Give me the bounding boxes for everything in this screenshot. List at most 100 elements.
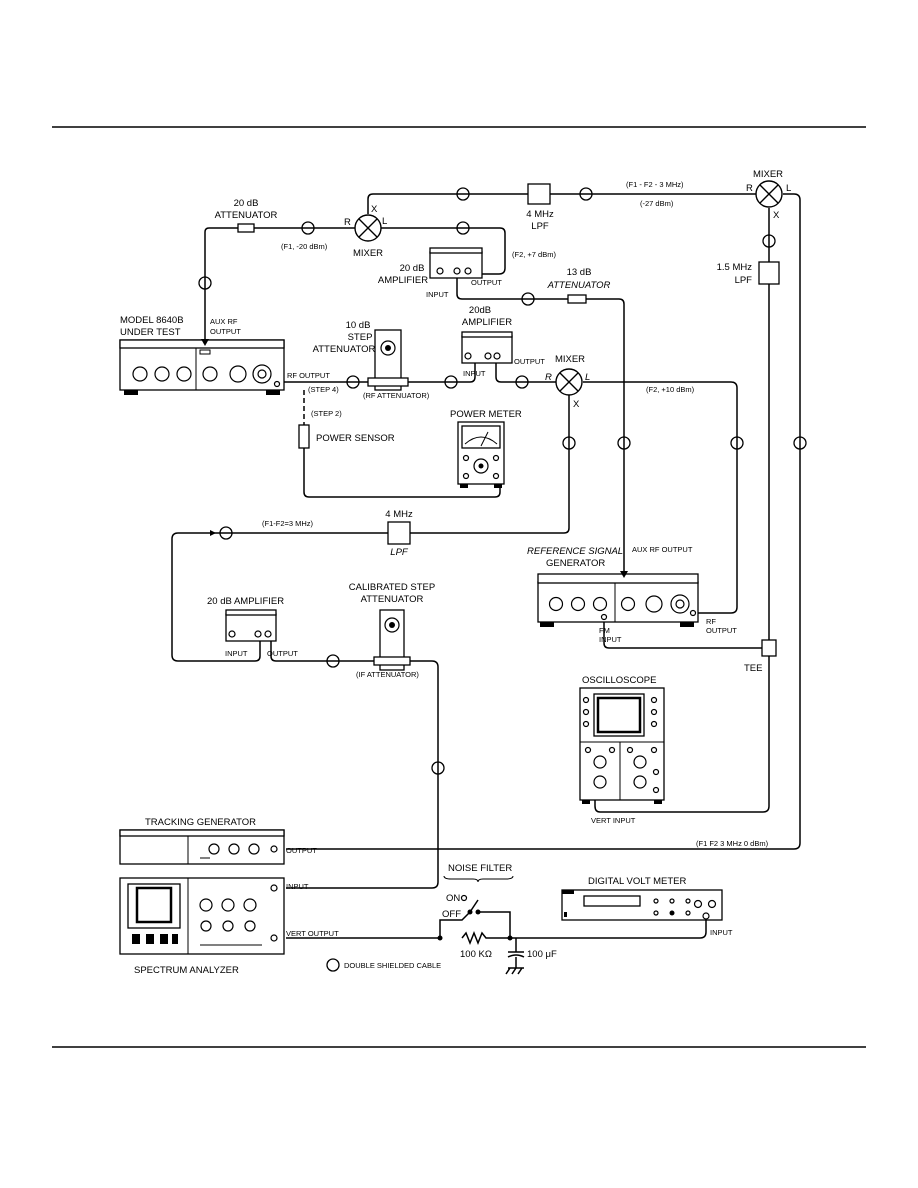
tracking-generator: [119, 829, 285, 865]
amplifier-20db-mid: [461, 331, 513, 364]
aux-rf-output2-label: AUX RF OUTPUT: [632, 545, 693, 554]
attenuator-13db-symbol: [567, 294, 587, 304]
amp-top-label-2: AMPLIFIER: [378, 275, 428, 286]
ref-gen-label-2: GENERATOR: [546, 558, 605, 569]
cable-marker: [456, 187, 470, 201]
mixer2-l-label: L: [585, 372, 590, 383]
dvm-label: DIGITAL VOLT METER: [588, 876, 686, 887]
reference-signal-generator: [537, 573, 699, 627]
amplifier-20db-top: [429, 247, 483, 279]
lpf-4mhz-mid-symbol: [387, 521, 411, 545]
mixer1-l-label: L: [382, 216, 387, 227]
amp-mid-output-label: OUTPUT: [514, 357, 545, 366]
cable-marker: [793, 436, 807, 450]
cable-marker: [326, 654, 340, 668]
rf-output2-label-1: RF: [706, 617, 716, 626]
atten13-label-1: 13 dB: [567, 267, 592, 278]
aux-rf-label-1: AUX RF: [210, 317, 238, 326]
power-sensor-symbol: [298, 424, 310, 449]
cable-marker: [762, 234, 776, 248]
amp-low-output-label: OUTPUT: [267, 649, 298, 658]
amp-mid-input-label: INPUT: [463, 369, 486, 378]
capacitor-label: 100 μF: [527, 949, 557, 960]
f2-plus10-label: (F2, +10 dBm): [646, 385, 695, 394]
sa-vert-output-label: VERT OUTPUT: [286, 929, 339, 938]
amp-mid-label-1: 20dB: [469, 305, 491, 316]
amp-top-label-1: 20 dB: [400, 263, 425, 274]
shielded-cable-markers: [198, 187, 807, 972]
attenuator-20db-label-1: 20 dB: [234, 198, 259, 209]
model-label-2: UNDER TEST: [120, 327, 181, 338]
cable-marker: [730, 436, 744, 450]
atten13-label-2: ATTENUATOR: [547, 280, 611, 291]
amplifier-20db-low: [225, 609, 277, 642]
mixer-3-symbol: [755, 180, 783, 208]
cable-marker: [562, 436, 576, 450]
lpf-1-5mhz-symbol: [758, 261, 780, 285]
spectrum-analyzer-label: SPECTRUM ANALYZER: [134, 965, 239, 976]
digital-volt-meter: [561, 889, 723, 921]
cable-marker: [301, 221, 315, 235]
minus27-label: (-27 dBm): [640, 199, 674, 208]
rf-output2-label-2: OUTPUT: [706, 626, 737, 635]
mixer2-label: MIXER: [555, 354, 585, 365]
amp-mid-label-2: AMPLIFIER: [462, 317, 512, 328]
amp-low-input-label: INPUT: [225, 649, 248, 658]
step-atten-label-3: ATTENUATOR: [313, 344, 376, 355]
cable-marker-legend: [326, 958, 340, 972]
amp-top-input-label: INPUT: [426, 290, 449, 299]
dvm-input-label: INPUT: [710, 928, 733, 937]
mixer1-label: MIXER: [353, 248, 383, 259]
rf-attenuator-label: (RF ATTENUATOR): [363, 391, 430, 400]
lpf-mid-label-1: 4 MHz: [385, 509, 413, 520]
amp-low-label: 20 dB AMPLIFIER: [207, 596, 284, 607]
ref-gen-label-1: REFERENCE SIGNAL: [527, 546, 623, 557]
tg-output-label: OUTPUT: [286, 846, 317, 855]
cable-marker: [219, 526, 233, 540]
signal-generator-8640b: [119, 339, 285, 395]
mixer-1-symbol: [354, 214, 382, 242]
lpf-4mhz-top-symbol: [527, 183, 551, 205]
cable-marker: [198, 276, 212, 290]
tee-symbol: [761, 639, 777, 657]
cable-marker: [521, 292, 535, 306]
step-atten-label-1: 10 dB: [346, 320, 371, 331]
cable-marker: [617, 436, 631, 450]
if-attenuator-label: (IF ATTENUATOR): [356, 670, 419, 679]
power-sensor-label: POWER SENSOR: [316, 433, 395, 444]
off-label: OFF: [442, 909, 461, 920]
f1f2-3mhz-top-label: (F1 - F2 - 3 MHz): [626, 180, 684, 189]
labels: 20 dB ATTENUATOR (F1, -20 dBm) R X L MIX…: [120, 169, 791, 976]
cable-marker: [579, 187, 593, 201]
mixer3-x-label: X: [773, 210, 780, 221]
mixer1-x-label: X: [371, 204, 378, 215]
cable-marker: [515, 375, 529, 389]
f1f2-3mhz-mid-label: (F1-F2=3 MHz): [262, 519, 314, 528]
cal-atten-label-1: CALIBRATED STEP: [349, 582, 435, 593]
mixer2-r-label: R: [545, 372, 552, 383]
cable-marker: [456, 221, 470, 235]
spectrum-analyzer: [119, 877, 285, 955]
on-label: ON: [446, 893, 460, 904]
mixer-2-symbol: [555, 368, 583, 396]
lpf-1-5-label-2: LPF: [735, 275, 753, 286]
vert-input-label: VERT INPUT: [591, 816, 636, 825]
cable-marker: [346, 375, 360, 389]
mixer3-label: MIXER: [753, 169, 783, 180]
resistor-label: 100 KΩ: [460, 949, 492, 960]
cable-marker: [431, 761, 445, 775]
tee-label: TEE: [744, 663, 762, 674]
amp-top-output-label: OUTPUT: [471, 278, 502, 287]
f1-minus20-label: (F1, -20 dBm): [281, 242, 328, 251]
step2-label: (STEP 2): [311, 409, 342, 418]
attenuator-20db-label-2: ATTENUATOR: [215, 210, 278, 221]
lpf-mid-label-2: LPF: [390, 547, 409, 558]
mixer2-x-label: X: [573, 399, 580, 410]
lpf-top-label-2: LPF: [531, 221, 549, 232]
lpf-top-label-1: 4 MHz: [526, 209, 554, 220]
attenuator-20db-symbol: [237, 223, 255, 233]
cable-marker: [444, 375, 458, 389]
rf-output-label: RF OUTPUT: [287, 371, 330, 380]
mixer1-r-label: R: [344, 217, 351, 228]
